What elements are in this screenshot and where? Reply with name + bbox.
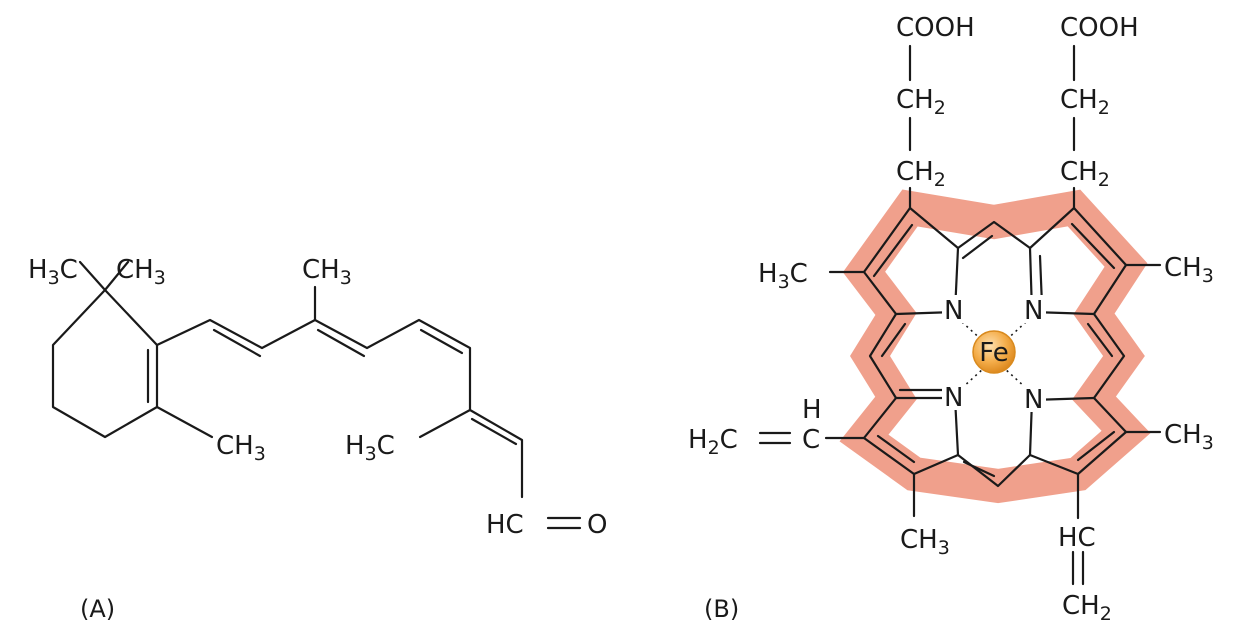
n-bg-2 <box>1022 295 1046 323</box>
nitrogen-top-right: N <box>1024 296 1043 326</box>
double-tl-2 <box>961 234 994 260</box>
panel-b-label: (B) <box>704 595 739 623</box>
h3c-left-label: H3C <box>758 259 808 293</box>
bond-ch3-ring <box>155 405 214 439</box>
aldehyde-hc-label: HC <box>486 510 524 540</box>
double-ml <box>880 322 907 358</box>
h3c-top-left-label: H3C <box>28 255 78 289</box>
chain-double-2 <box>316 328 366 358</box>
bond-h3c <box>78 260 107 292</box>
chain-double-4 <box>470 417 518 446</box>
vinyl-left-h2c-label: H2C <box>688 425 738 459</box>
n-bg-4 <box>1022 384 1046 412</box>
chain-bonds <box>155 318 524 499</box>
vinyl-bottom-ch2-label: CH2 <box>1062 591 1112 625</box>
iron-label: Fe <box>979 338 1009 368</box>
nitrogen-bottom-right: N <box>1024 385 1043 415</box>
aldehyde-o-label: O <box>587 510 607 540</box>
iron-atom <box>972 330 1016 374</box>
nitrogen-bottom-left: N <box>944 383 963 413</box>
ch3-chain-top-label: CH3 <box>302 255 352 289</box>
n-bg-1 <box>942 295 966 323</box>
vinyl-left-c-label: C <box>802 425 820 455</box>
ch2-right-2-label: CH2 <box>1060 157 1110 191</box>
coord-bond-4 <box>1003 367 1027 389</box>
ch2-left-1-label: CH2 <box>896 85 946 119</box>
panel-a-label: (A) <box>80 595 115 623</box>
n-bg-3 <box>942 382 966 410</box>
bond-ch3-top <box>103 260 130 292</box>
ring-bonds <box>51 288 159 439</box>
nitrogen-top-left: N <box>944 296 963 326</box>
double-mr <box>1086 322 1114 358</box>
bond-h3c-chain <box>418 408 472 439</box>
ch3-right-top-label: CH3 <box>1164 253 1214 287</box>
ch3-ring-label: CH3 <box>216 431 266 465</box>
double-tr-1 <box>1070 222 1116 270</box>
chain-double-1 <box>212 328 262 358</box>
double-br-1 <box>1076 430 1116 462</box>
coord-bond-3 <box>961 367 985 389</box>
ch3-bottom-label: CH3 <box>900 525 950 559</box>
h3c-chain-label: H3C <box>345 431 395 465</box>
cooh-right-label: COOH <box>1060 13 1139 43</box>
heme-structure: N N N N Fe COOH COOH CH2 CH2 CH2 CH2 H3C… <box>688 13 1214 625</box>
double-bl-1 <box>876 434 916 464</box>
double-bm <box>962 460 996 478</box>
chain-double-3 <box>419 328 464 355</box>
ch3-top-label: CH3 <box>116 255 166 289</box>
double-tl-1 <box>872 223 914 278</box>
vinyl-bottom-hc-label: HC <box>1058 523 1096 553</box>
cooh-left-label: COOH <box>896 13 975 43</box>
ch2-right-1-label: CH2 <box>1060 85 1110 119</box>
retinal-structure: H3C CH3 CH3 CH3 H3C HC O (A) <box>28 255 607 623</box>
ch3-right-bottom-label: CH3 <box>1164 420 1214 454</box>
ch2-left-2-label: CH2 <box>896 157 946 191</box>
vinyl-left-h-label: H <box>802 395 822 425</box>
